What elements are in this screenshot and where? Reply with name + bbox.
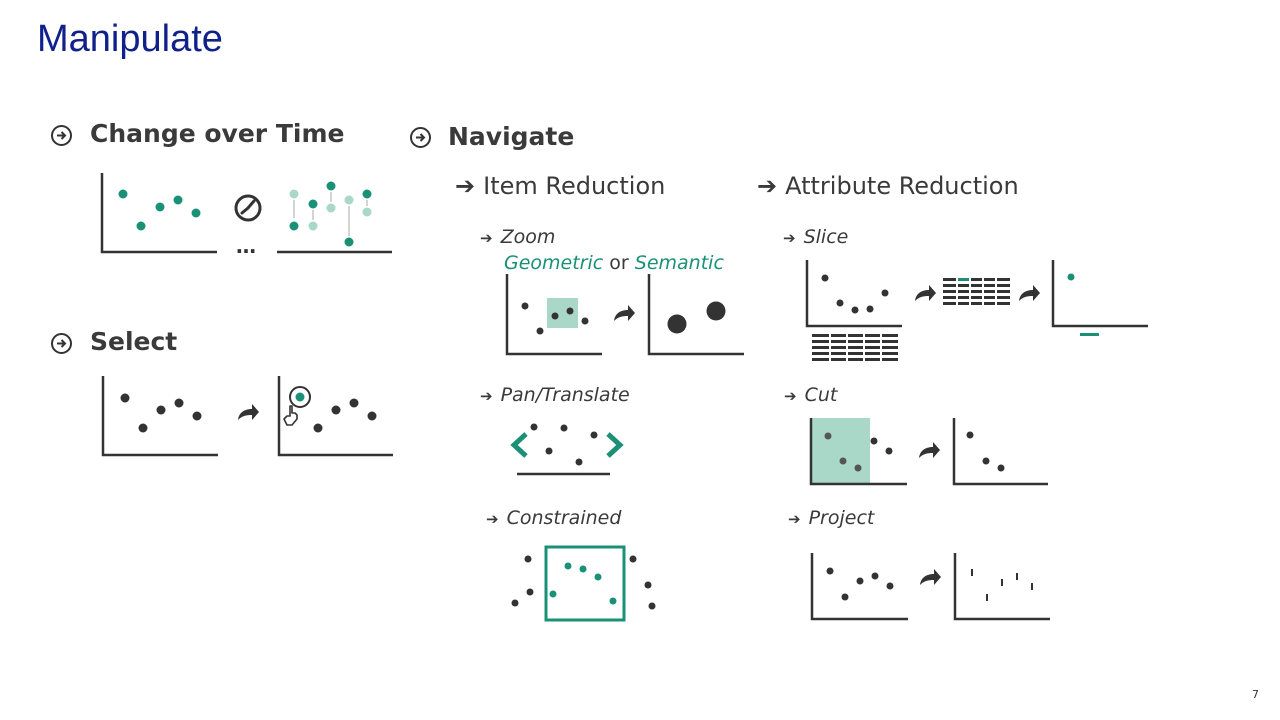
- select-plot-before: [101, 376, 218, 457]
- select-plot-after: [277, 376, 393, 457]
- change-over-time-plot-after: [277, 181, 392, 254]
- arrow-right-icon: ➔: [455, 172, 476, 200]
- item-cut: ➔ Cut: [784, 384, 837, 406]
- curved-arrow-icon: [238, 404, 259, 420]
- semantic-label: Semantic: [634, 252, 724, 274]
- attribute-reduction-label: Attribute Reduction: [785, 172, 1019, 200]
- subsection-attribute-reduction: ➔Attribute Reduction: [757, 172, 1019, 200]
- or-label: or: [609, 252, 629, 274]
- slice-plot-after: [1051, 260, 1148, 336]
- cut-plot-after: [952, 418, 1048, 486]
- curved-arrow-icon: [915, 285, 936, 301]
- section-change-over-time: Change over Time: [90, 119, 345, 148]
- chevron-right-icon: [606, 432, 624, 458]
- item-pan-translate: ➔ Pan/Translate: [480, 384, 630, 406]
- section-navigate: Navigate: [448, 122, 575, 151]
- item-project: ➔ Project: [788, 507, 874, 529]
- arrow-right-icon: ➔: [783, 229, 796, 247]
- subsection-item-reduction: ➔Item Reduction: [455, 172, 665, 200]
- zoom-label: Zoom: [500, 226, 556, 248]
- item-constrained: ➔ Constrained: [486, 507, 621, 529]
- arrow-right-icon: ➔: [480, 229, 493, 247]
- arrow-right-icon: ➔: [757, 172, 778, 200]
- slice-plot-before: [805, 260, 902, 328]
- page-number: 7: [1252, 688, 1259, 701]
- project-label: Project: [808, 507, 875, 529]
- slice-stack-middle: [943, 277, 1010, 306]
- circled-arrow-icon: [51, 333, 72, 354]
- circled-arrow-icon: [410, 127, 431, 148]
- project-plot-after: [953, 553, 1050, 621]
- curved-arrow-icon: [919, 442, 940, 458]
- chevron-left-icon: [510, 432, 528, 458]
- slice-stack-bottom: [812, 333, 898, 362]
- pan-label: Pan/Translate: [500, 384, 630, 406]
- arrow-right-icon: ➔: [480, 387, 493, 405]
- zoom-plot-after: [647, 274, 744, 356]
- ellipsis-text: …: [236, 234, 256, 258]
- page-title: Manipulate: [37, 18, 223, 60]
- pan-plot: [517, 423, 610, 476]
- cut-plot-before: [809, 418, 907, 486]
- geometric-label: Geometric: [504, 252, 604, 274]
- project-plot-before: [810, 553, 908, 621]
- change-over-time-plot-before: [100, 173, 217, 254]
- item-zoom: ➔ Zoom: [480, 226, 555, 248]
- arrow-right-icon: ➔: [486, 510, 499, 528]
- zoom-plot-before: [505, 274, 602, 356]
- hand-cursor-icon: [283, 405, 298, 426]
- slice-label: Slice: [803, 226, 849, 248]
- item-slice: ➔ Slice: [783, 226, 848, 248]
- arrow-right-icon: ➔: [788, 510, 801, 528]
- cut-label: Cut: [804, 384, 838, 406]
- section-select: Select: [90, 327, 178, 356]
- item-reduction-label: Item Reduction: [483, 172, 666, 200]
- zoom-variants: Geometric or Semantic: [504, 252, 724, 274]
- clock-icon: [234, 194, 262, 222]
- constrained-plot: [511, 545, 656, 622]
- constrained-label: Constrained: [506, 507, 622, 529]
- curved-arrow-icon: [920, 569, 941, 585]
- circled-arrow-icon: [51, 125, 72, 146]
- arrow-right-icon: ➔: [784, 387, 797, 405]
- curved-arrow-icon: [614, 305, 635, 321]
- curved-arrow-icon: [1019, 285, 1040, 301]
